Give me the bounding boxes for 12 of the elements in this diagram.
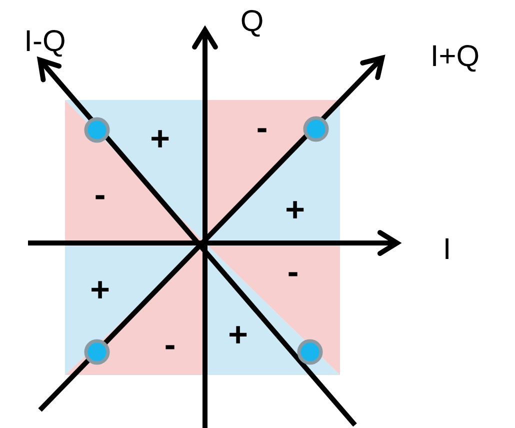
sign-label: - (94, 178, 106, 212)
sign-label: + (285, 193, 305, 227)
axis-label: Q (240, 7, 264, 37)
axis-label: I+Q (430, 42, 480, 72)
sign-label: + (150, 122, 170, 156)
sign-label: - (287, 255, 299, 289)
sign-label: - (164, 328, 176, 362)
sign-label: + (228, 318, 248, 352)
axis-label: I (442, 235, 452, 265)
sign-label: - (256, 111, 268, 145)
sign-label: + (90, 273, 110, 307)
axis-label: I-Q (24, 27, 66, 57)
